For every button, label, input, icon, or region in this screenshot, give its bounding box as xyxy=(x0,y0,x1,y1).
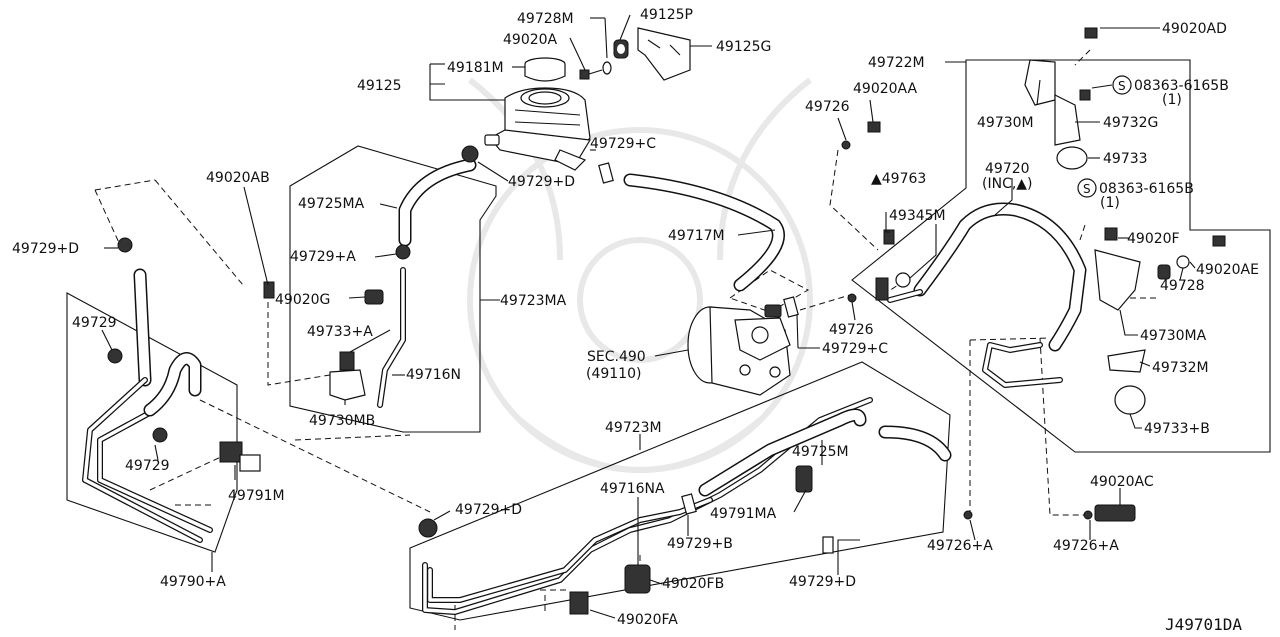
bolt-49020a xyxy=(579,61,612,80)
label-49730m: 49730M xyxy=(977,115,1034,131)
label-bolt1-qty: (1) xyxy=(1162,92,1182,108)
dashed-leaders xyxy=(94,49,1160,630)
label-49181m: 49181M xyxy=(447,60,504,76)
label-49716n: 49716N xyxy=(406,367,461,383)
lower-hose-49725m xyxy=(422,397,952,615)
label-49020ac: 49020AC xyxy=(1090,474,1154,490)
label-49729d-left: 49729+D xyxy=(12,241,79,257)
reservoir-hose-group-outline xyxy=(289,145,497,433)
label-49726a-2: 49726+A xyxy=(1053,538,1119,554)
label-49020ab: 49020AB xyxy=(206,170,270,186)
s-mark-1: S xyxy=(1112,75,1132,95)
label-49790a: 49790+A xyxy=(160,574,226,590)
label-49716na: 49716NA xyxy=(600,481,665,497)
label-49729b: 49729+B xyxy=(667,536,733,552)
label-49020fa: 49020FA xyxy=(617,612,678,628)
label-49125: 49125 xyxy=(357,78,402,94)
label-bolt2: 08363-6165B xyxy=(1099,181,1194,197)
label-49726a-1: 49726+A xyxy=(927,538,993,554)
label-sec490-sub: (49110) xyxy=(586,366,641,382)
label-49720: 49720 xyxy=(985,161,1030,177)
label-49733: 49733 xyxy=(1103,151,1148,167)
bracket-49125g xyxy=(637,27,691,81)
label-49717m: 49717M xyxy=(668,228,725,244)
label-49732g: 49732G xyxy=(1103,115,1158,131)
label-49791m: 49791M xyxy=(228,488,285,504)
hose-49725ma xyxy=(398,158,477,247)
power-steering-pump xyxy=(687,304,791,396)
label-49720-sub: (INC,▲) xyxy=(982,176,1033,192)
watermark-emblem xyxy=(467,77,813,473)
label-49723m: 49723M xyxy=(605,420,662,436)
label-49020aa: 49020AA xyxy=(853,81,918,97)
right-hose-49720 xyxy=(887,202,1087,388)
label-49020g: 49020G xyxy=(275,292,330,308)
part-labels: 49728M 49125P 49020A 49125G 49181M 49125… xyxy=(12,7,1259,628)
label-49791ma: 49791MA xyxy=(710,506,777,522)
svg-text:S: S xyxy=(1083,182,1091,196)
label-49723ma: 49723MA xyxy=(500,293,567,309)
label-49726-top: 49726 xyxy=(805,99,850,115)
label-49729d-bot2: 49729+D xyxy=(789,574,856,590)
label-49763: ▲49763 xyxy=(871,171,926,187)
left-hose-group-outline xyxy=(66,292,238,553)
label-49725m: 49725M xyxy=(792,444,849,460)
s-mark-2: S xyxy=(1077,178,1097,198)
label-49728: 49728 xyxy=(1160,278,1205,294)
label-49732m: 49732M xyxy=(1152,360,1209,376)
left-hose-49790a xyxy=(82,268,213,543)
label-49730ma: 49730MA xyxy=(1140,328,1207,344)
svg-text:S: S xyxy=(1118,79,1126,93)
label-49728m: 49728M xyxy=(517,11,574,27)
label-49725ma: 49725MA xyxy=(298,196,365,212)
grommet-49125p xyxy=(613,39,629,59)
label-49125g: 49125G xyxy=(716,39,771,55)
label-49729a: 49729+A xyxy=(290,249,356,265)
label-49020ad: 49020AD xyxy=(1162,21,1227,37)
label-49722m: 49722M xyxy=(868,55,925,71)
label-49125p: 49125P xyxy=(640,7,693,23)
reservoir-assembly xyxy=(484,57,591,171)
label-49020a: 49020A xyxy=(503,32,558,48)
label-sec490: SEC.490 xyxy=(587,349,646,365)
lower-hose-group-outline xyxy=(409,361,951,621)
hose-49717m xyxy=(623,173,785,292)
label-49729d-top: 49729+D xyxy=(508,174,575,190)
label-49020ae: 49020AE xyxy=(1196,262,1259,278)
label-49729c-top: 49729+C xyxy=(590,136,656,152)
label-bolt2-qty: (1) xyxy=(1100,195,1120,211)
label-49020f: 49020F xyxy=(1127,231,1180,247)
label-49729-a: 49729 xyxy=(72,315,117,331)
label-49730mb: 49730MB xyxy=(309,413,375,429)
diagram-code: J49701DA xyxy=(1165,615,1242,634)
clamps xyxy=(107,27,1226,615)
label-49733a: 49733+A xyxy=(307,324,373,340)
leader-lines xyxy=(101,14,1196,619)
label-49726-mid: 49726 xyxy=(829,322,874,338)
label-49729c-mid: 49729+C xyxy=(822,341,888,357)
label-49733b: 49733+B xyxy=(1144,421,1210,437)
label-49020fb: 49020FB xyxy=(662,576,724,592)
right-hose-group-outline xyxy=(851,59,1271,453)
pipe-49716n xyxy=(377,267,406,408)
label-49345m: 49345M xyxy=(889,208,946,224)
label-49729d-bot: 49729+D xyxy=(455,502,522,518)
label-bolt1: 08363-6165B xyxy=(1134,78,1229,94)
label-49729-b: 49729 xyxy=(125,458,170,474)
